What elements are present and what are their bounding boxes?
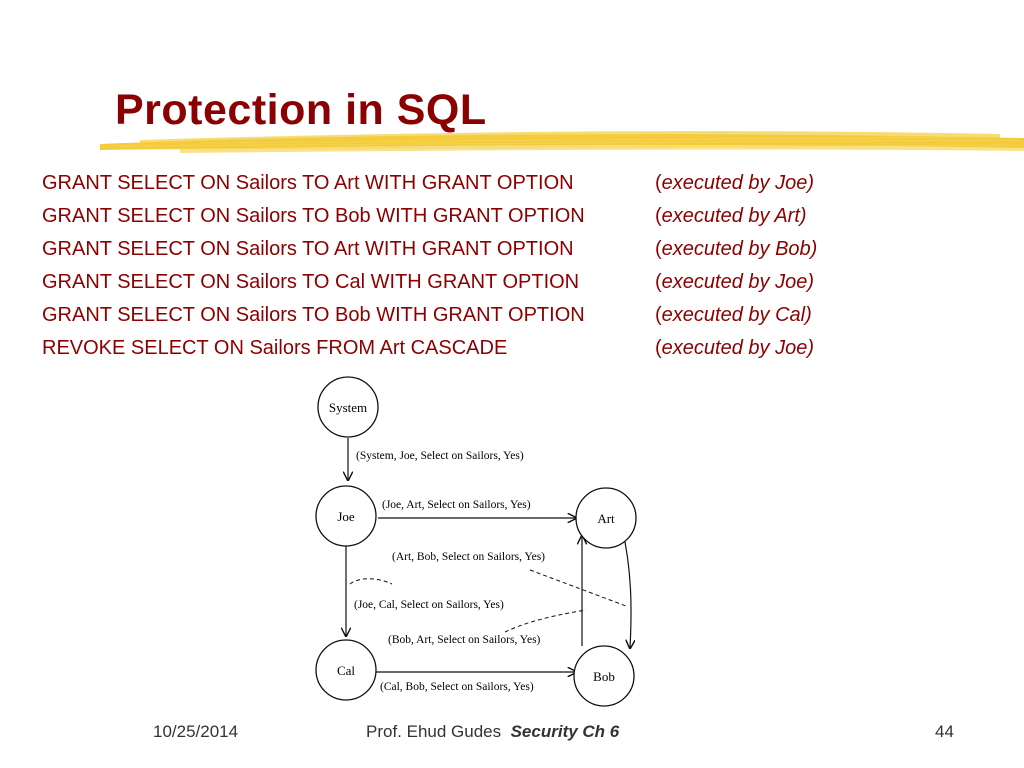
sql-command: GRANT SELECT ON Sailors TO Art WITH GRAN… (42, 238, 574, 260)
sql-command: GRANT SELECT ON Sailors TO Cal WITH GRAN… (42, 271, 580, 293)
command-row: GRANT SELECT ON Sailors TO Bob WITH GRAN… (42, 302, 922, 335)
footer-page-number: 44 (935, 722, 954, 741)
node-label-system: System (329, 400, 367, 415)
executor-note: (executed by Cal) (655, 304, 812, 326)
dashed-revoked-path (504, 609, 587, 633)
dashed-revoked-path (349, 578, 393, 585)
grant-commands-list: GRANT SELECT ON Sailors TO Art WITH GRAN… (42, 170, 922, 368)
node-joe (315, 485, 377, 547)
dashed-revoked-path (529, 569, 627, 607)
sql-command: GRANT SELECT ON Sailors TO Bob WITH GRAN… (42, 205, 585, 227)
executor-note: (executed by Art) (655, 205, 807, 227)
command-row: REVOKE SELECT ON Sailors FROM Art CASCAD… (42, 335, 922, 368)
sql-command: GRANT SELECT ON Sailors TO Bob WITH GRAN… (42, 304, 585, 326)
edge-label-joe-art: (Joe, Art, Select on Sailors, Yes) (382, 499, 531, 511)
sql-command: GRANT SELECT ON Sailors TO Art WITH GRAN… (42, 172, 574, 194)
edge-label-system-joe: (System, Joe, Select on Sailors, Yes) (356, 450, 524, 462)
command-row: GRANT SELECT ON Sailors TO Art WITH GRAN… (42, 170, 922, 203)
executor-note: (executed by Bob) (655, 238, 818, 260)
footer-author-course: Prof. Ehud Gudes Security Ch 6 (366, 722, 619, 742)
node-art (575, 487, 637, 549)
edge-label-bob-art: (Bob, Art, Select on Sailors, Yes) (388, 634, 541, 646)
node-bob (573, 645, 635, 707)
footer-course: Security Ch 6 (510, 722, 620, 741)
node-label-bob: Bob (593, 669, 615, 684)
command-row: GRANT SELECT ON Sailors TO Cal WITH GRAN… (42, 269, 922, 302)
edge-label-cal-bob: (Cal, Bob, Select on Sailors, Yes) (380, 681, 534, 693)
node-label-art: Art (597, 511, 615, 526)
slide-title: Protection in SQL (115, 86, 487, 134)
sql-command: REVOKE SELECT ON Sailors FROM Art CASCAD… (42, 337, 508, 359)
executor-note: (executed by Joe) (655, 172, 814, 194)
node-system (317, 376, 379, 438)
executor-note: (executed by Joe) (655, 337, 814, 359)
node-label-joe: Joe (337, 509, 355, 524)
node-cal (315, 639, 377, 701)
edge-label-joe-cal: (Joe, Cal, Select on Sailors, Yes) (354, 599, 504, 611)
command-row: GRANT SELECT ON Sailors TO Bob WITH GRAN… (42, 203, 922, 236)
node-label-cal: Cal (337, 663, 355, 678)
footer-author: Prof. Ehud Gudes (366, 722, 502, 741)
edge-art-bob (621, 527, 631, 648)
title-underline-decoration (100, 131, 1024, 153)
footer-date: 10/25/2014 (153, 722, 239, 741)
executor-note: (executed by Joe) (655, 271, 814, 293)
command-row: GRANT SELECT ON Sailors TO Art WITH GRAN… (42, 236, 922, 269)
authorization-graph: System Joe Art Cal Bob (System, Joe, Sel… (315, 376, 637, 707)
edge-label-art-bob: (Art, Bob, Select on Sailors, Yes) (392, 551, 545, 563)
